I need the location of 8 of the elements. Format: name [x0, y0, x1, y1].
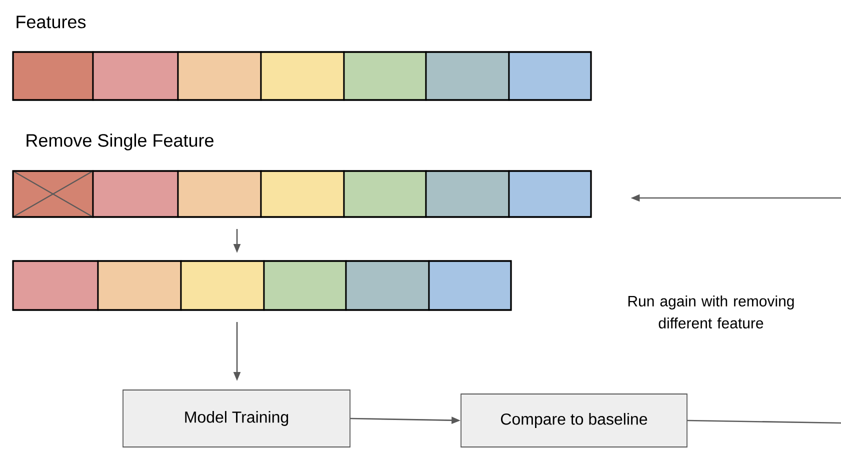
heading: Features — [16, 16, 86, 28]
heading: Remove Single Feature — [26, 134, 214, 150]
feature-bar — [12, 260, 512, 311]
note-text: Run again with removing different feature — [628, 295, 794, 328]
feature-bar — [12, 51, 592, 101]
process-box: Model Training — [122, 390, 350, 448]
process-box: Compare to baseline — [460, 394, 688, 448]
feature-bar — [12, 170, 592, 218]
